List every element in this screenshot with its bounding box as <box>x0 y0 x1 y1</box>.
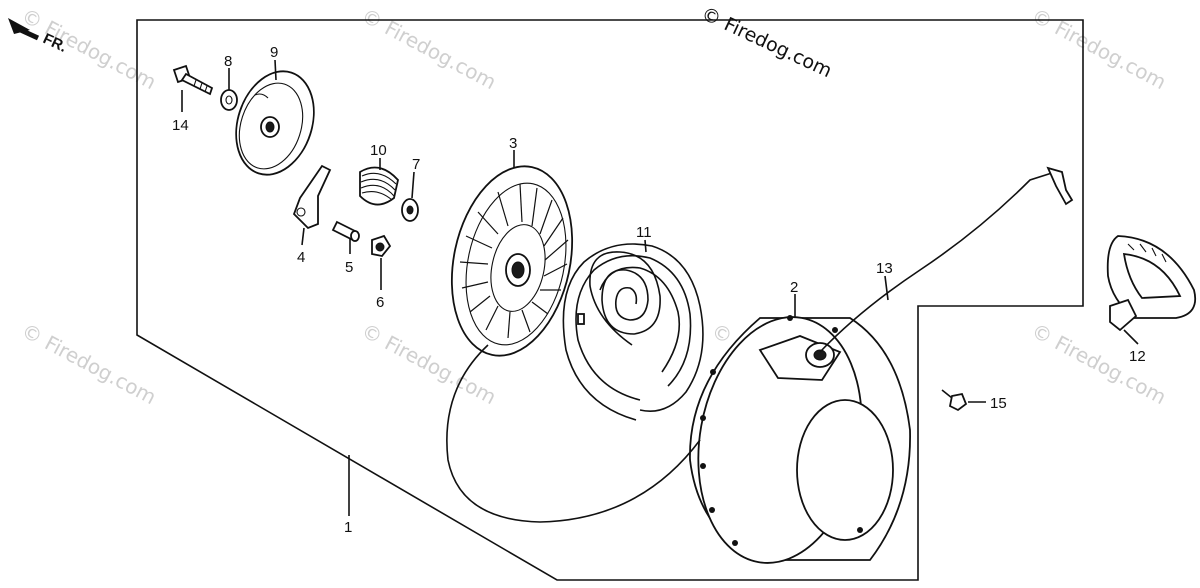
part-7-washer <box>401 198 419 222</box>
part-10-spring <box>359 166 399 206</box>
watermark-4: © Firedog.com <box>18 318 161 409</box>
part-6-nut <box>371 234 392 257</box>
part-13-rope <box>446 166 1074 523</box>
callout-15: 15 <box>990 395 1007 412</box>
callout-7: 7 <box>412 156 420 173</box>
callout-2: 2 <box>790 279 798 296</box>
arrow-front-icon <box>8 18 40 41</box>
callout-1: 1 <box>344 519 352 536</box>
part-2-housing <box>689 315 911 564</box>
watermark-3: © Firedog.com <box>1028 3 1171 94</box>
copyright-text: © Firedog.com <box>698 3 835 83</box>
part-8-washer <box>220 89 238 111</box>
callout-14: 14 <box>172 117 189 134</box>
watermark-2: © Firedog.com <box>358 3 501 94</box>
callout-labels: 1 2 3 4 5 6 7 8 9 10 11 12 13 14 15 <box>172 44 1146 536</box>
assembly-outline <box>136 19 1084 581</box>
callout-5: 5 <box>345 259 353 276</box>
callout-10: 10 <box>370 142 387 159</box>
callout-12: 12 <box>1129 348 1146 365</box>
watermark-1: © Firedog.com <box>18 3 161 94</box>
part-4-pawl <box>292 164 332 230</box>
watermark-7: © Firedog.com <box>1028 318 1171 409</box>
callout-3: 3 <box>509 135 517 152</box>
callout-13: 13 <box>876 260 893 277</box>
part-5-pin <box>331 220 360 242</box>
callout-11: 11 <box>636 224 652 241</box>
callout-4: 4 <box>297 249 305 266</box>
part-12-handle <box>1106 235 1197 332</box>
callout-9: 9 <box>270 44 278 61</box>
callout-6: 6 <box>376 294 384 311</box>
leader-lines <box>181 59 1139 516</box>
part-15-screw <box>941 389 968 412</box>
callout-8: 8 <box>224 53 232 70</box>
part-14-bolt <box>172 64 214 96</box>
watermark-group: © Firedog.com © Firedog.com © Firedog.co… <box>18 3 1171 409</box>
part-11-spiral-spring <box>562 243 704 421</box>
part-9-ratchet-plate <box>235 70 315 176</box>
part-3-reel <box>450 165 574 357</box>
